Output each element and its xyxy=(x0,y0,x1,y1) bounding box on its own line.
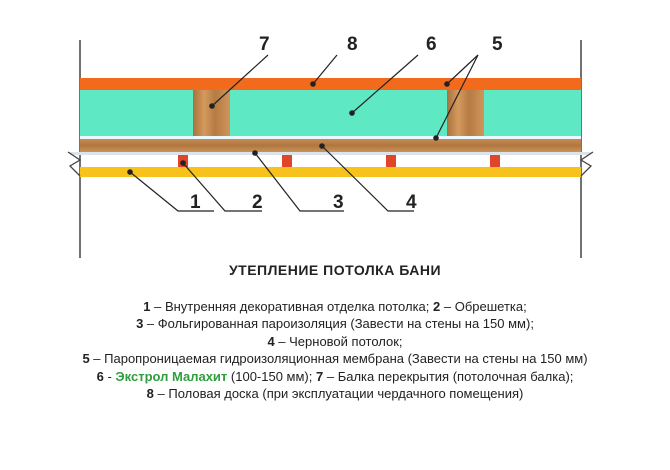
callout-2: 2 xyxy=(252,192,263,213)
callout-4: 4 xyxy=(406,192,417,213)
brand-name: Экстрол Малахит xyxy=(115,368,228,384)
legend-row: 1 – Внутренняя декоративная отделка пото… xyxy=(0,298,670,315)
beam xyxy=(193,90,230,136)
layer-finish xyxy=(80,167,581,177)
legend-number: 5 xyxy=(82,351,90,367)
lath xyxy=(386,155,396,167)
legend-number: 8 xyxy=(146,386,154,402)
legend-text: – Внутренняя декоративная отделка потолк… xyxy=(150,299,434,314)
diagram-title: УТЕПЛЕНИЕ ПОТОЛКА БАНИ xyxy=(228,262,442,278)
legend-number: 3 xyxy=(136,316,144,332)
callout-3: 3 xyxy=(333,192,344,213)
beam xyxy=(447,90,484,136)
legend-row: 3 – Фольгированная пароизоляция (Завести… xyxy=(0,315,670,332)
legend-text: (100-150 мм); xyxy=(227,368,316,384)
legend-row: 5 – Паропроницаемая гидроизоляционная ме… xyxy=(0,350,670,367)
lath xyxy=(282,155,292,167)
leader-dots-bottom xyxy=(127,143,325,175)
break-mark-left xyxy=(67,151,82,177)
legend-number: 1 xyxy=(143,299,151,314)
lath xyxy=(490,155,500,167)
legend-text: – Половая доска (при эксплуатации чердач… xyxy=(153,386,524,402)
layer-floor-board xyxy=(80,78,581,90)
legend-number: 7 xyxy=(316,368,324,384)
legend-number: 2 xyxy=(433,299,441,314)
callout-6: 6 xyxy=(426,34,437,55)
callout-7: 7 xyxy=(259,34,270,55)
callout-8: 8 xyxy=(347,34,358,55)
layer-foil-barrier xyxy=(70,152,591,155)
legend-number: 6 xyxy=(96,368,104,384)
legend-text: – Паропроницаемая гидроизоляционная мемб… xyxy=(89,351,588,367)
legend-number: 4 xyxy=(267,333,275,349)
layer-membrane xyxy=(80,136,581,139)
layer-rough-ceiling xyxy=(80,139,581,152)
leader-dots-top xyxy=(209,81,450,141)
ceiling-insulation-diagram: 7 8 6 5 1 2 3 4 xyxy=(67,34,594,258)
legend-row: 6 - Экстрол Малахит (100-150 мм); 7 – Ба… xyxy=(0,368,670,385)
legend-text: – Обрешетка; xyxy=(440,299,527,314)
leader-lines-bottom xyxy=(129,145,414,212)
leader-lines-top xyxy=(211,54,479,139)
legend-text: – Фольгированная пароизоляция (Завести н… xyxy=(143,316,534,332)
callout-5: 5 xyxy=(492,34,503,55)
legend-row: 8 – Половая доска (при эксплуатации черд… xyxy=(0,385,670,402)
callout-1: 1 xyxy=(190,192,201,213)
legend-text: – Черновой потолок; xyxy=(274,333,403,349)
break-mark-right xyxy=(579,151,594,177)
legend: 1 – Внутренняя декоративная отделка пото… xyxy=(0,298,670,402)
legend-text: – Балка перекрытия (потолочная балка); xyxy=(323,368,574,384)
legend-text: - xyxy=(103,368,116,384)
legend-row: 4 – Черновой потолок; xyxy=(0,333,670,350)
layer-insulation xyxy=(80,90,581,136)
